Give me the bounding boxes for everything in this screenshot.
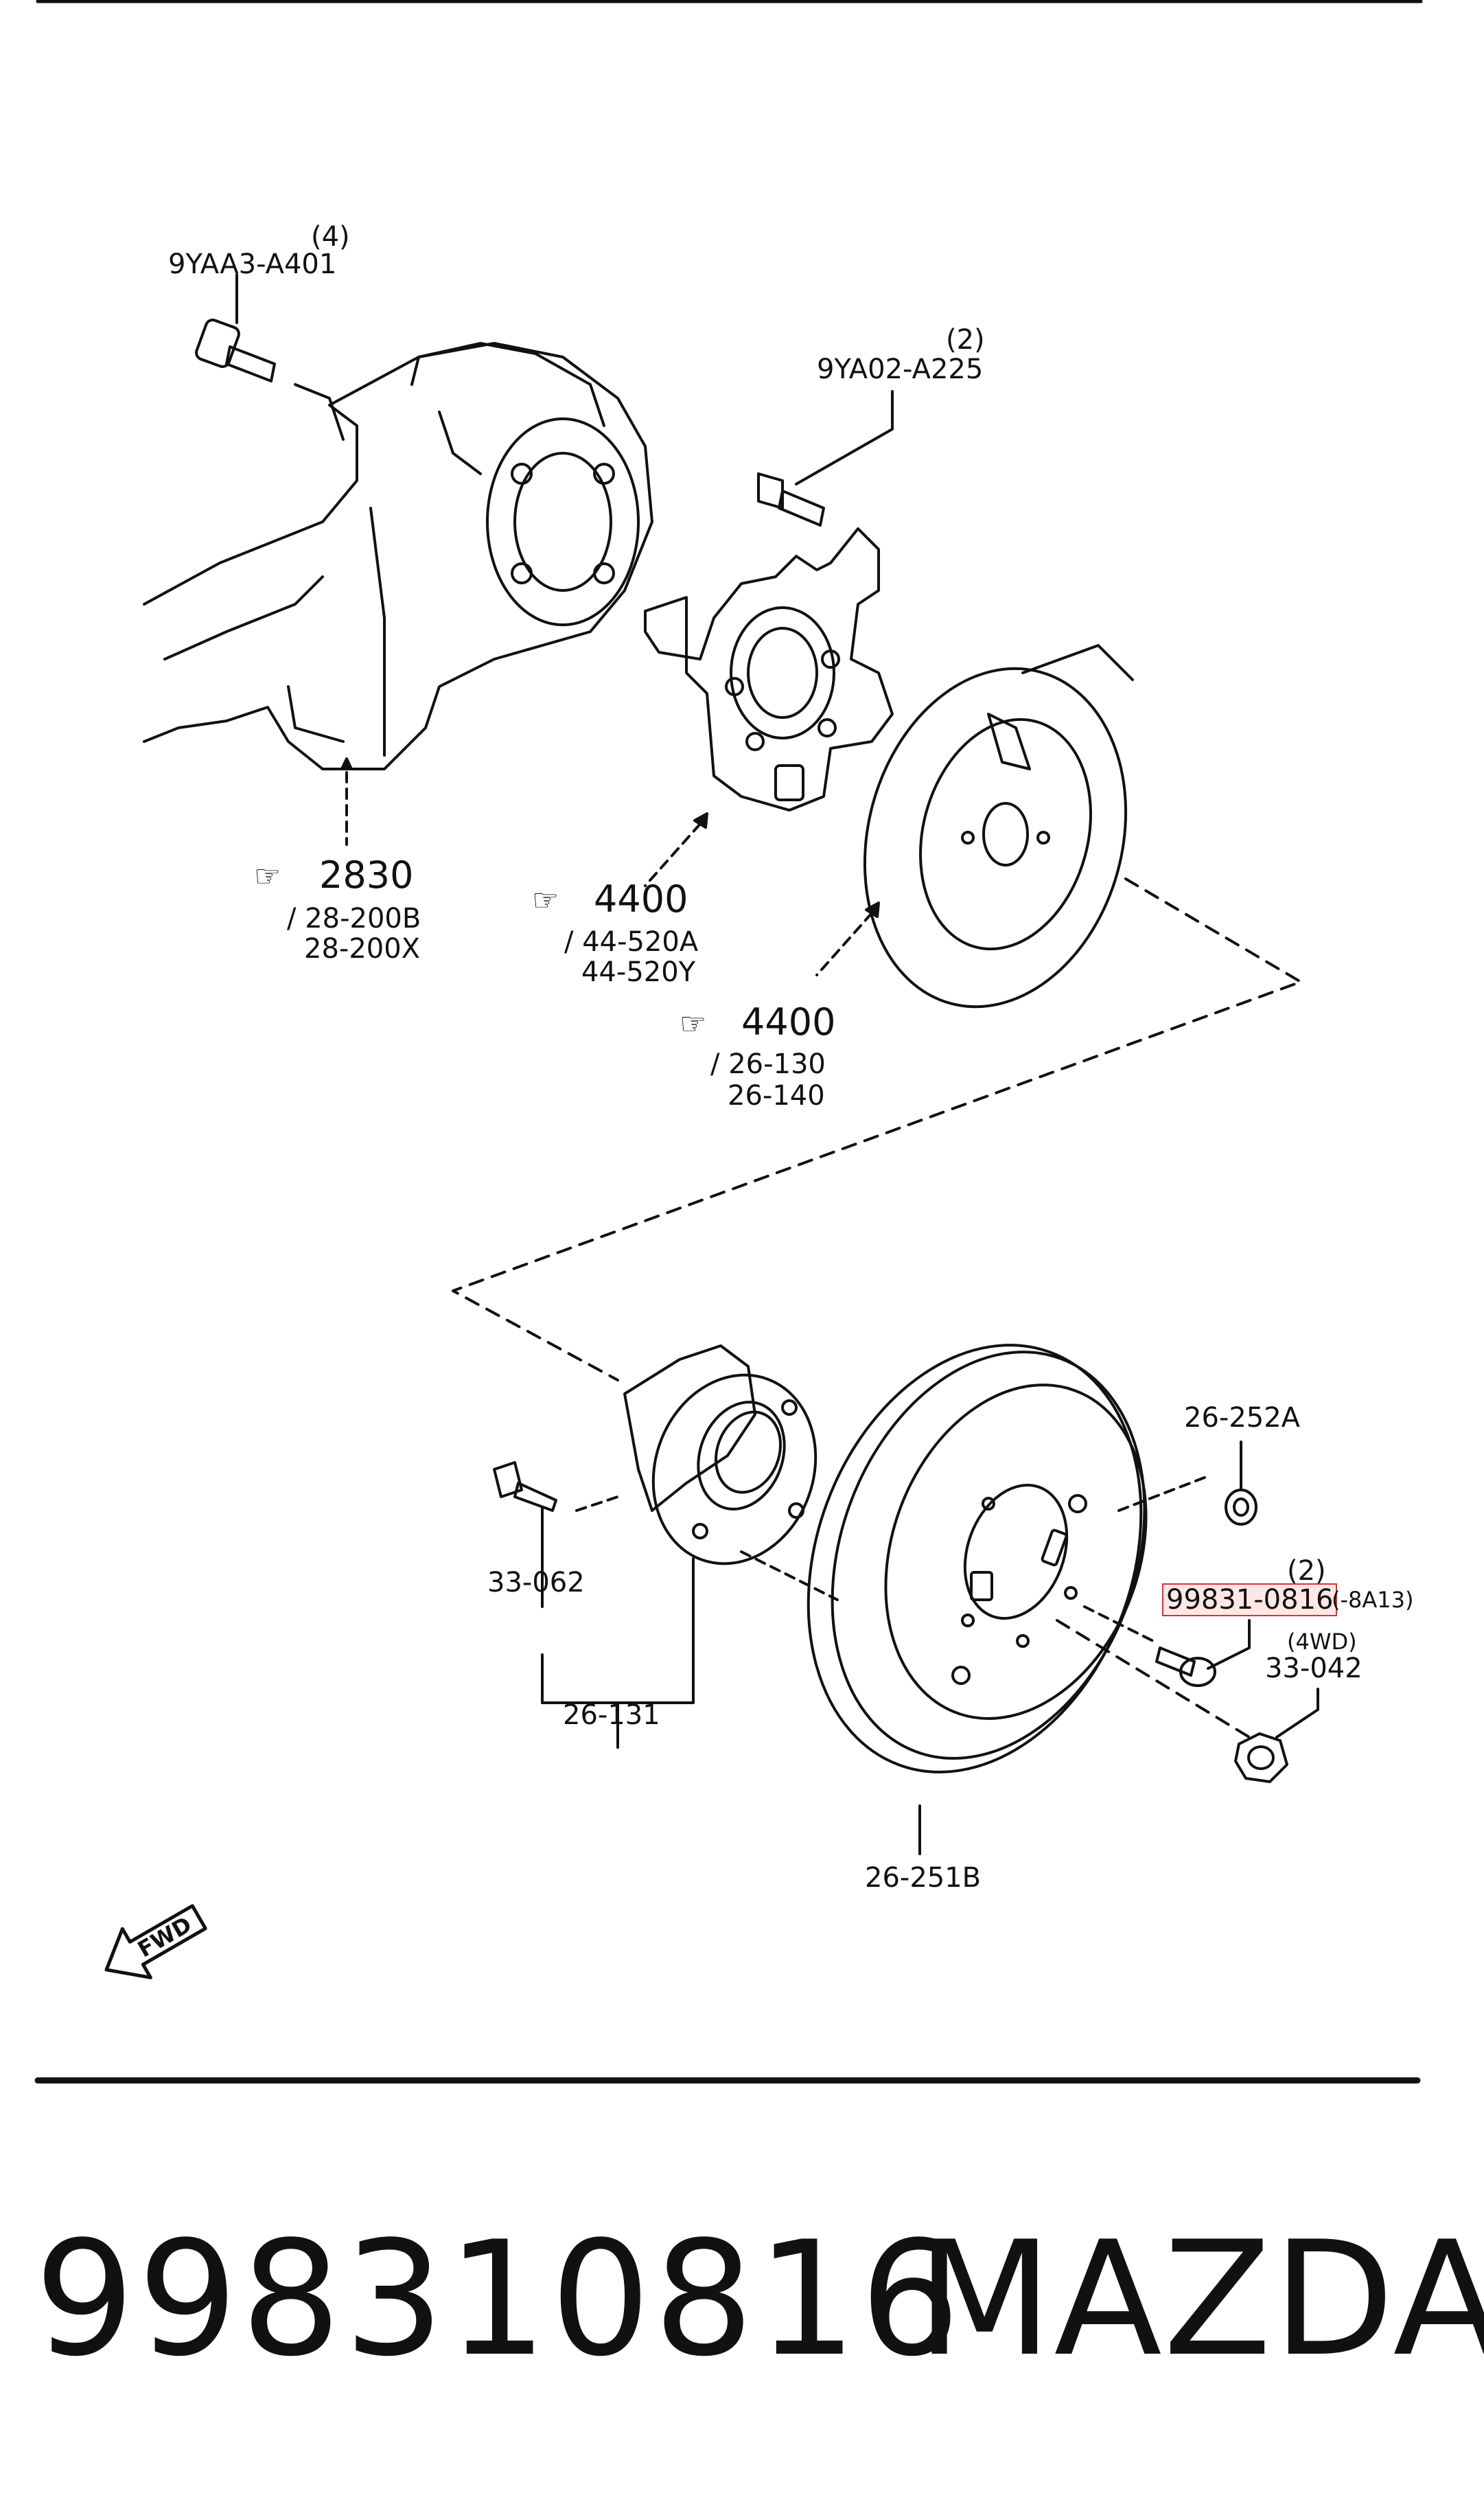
cap-drawing [1225, 1441, 1257, 1526]
ref-bracket-parts-1[interactable]: / 44-520A [564, 926, 699, 958]
brake-disc-drawing [807, 1344, 1148, 1855]
nut-note: (4WD) [1287, 1629, 1357, 1655]
bolt-mid-qty: (2) [946, 324, 985, 356]
ref-plate-num[interactable]: 4400 [741, 1000, 836, 1044]
nut-drawing [1234, 1688, 1319, 1783]
bolt-top-qty: (4) [311, 221, 350, 253]
bolt-mid-drawing [757, 390, 894, 527]
screw-part-label[interactable]: 99831-0816 [1162, 1583, 1338, 1616]
knuckle-drawing [143, 342, 653, 770]
hub-drawing [623, 1344, 818, 1565]
bracket-drawing [644, 527, 894, 812]
nut-part-label[interactable]: 33-042 [1265, 1653, 1363, 1684]
ref-plate-parts-1[interactable]: / 26-130 [710, 1048, 826, 1080]
ref-knuckle-num[interactable]: 2830 [319, 853, 414, 897]
hand-pointer-icon: ☞ [680, 1007, 707, 1042]
disc-part-label[interactable]: 26-251B [865, 1862, 982, 1894]
hub-bolt-drawing [493, 1461, 695, 1749]
hub-part-label[interactable]: 26-131 [563, 1699, 660, 1731]
ref-bracket-parts-2[interactable]: 44-520Y [581, 956, 696, 988]
ref-plate-parts-2[interactable]: 26-140 [728, 1080, 825, 1112]
footer-brand: MAZDA [916, 2208, 1484, 2391]
screw-qty: (2) [1287, 1555, 1326, 1587]
screw-note: (-8A13) [1332, 1587, 1414, 1613]
hub-bolt-part-label[interactable]: 33-062 [487, 1567, 585, 1598]
screw-drawing [1155, 1619, 1251, 1687]
fwd-arrow-icon [104, 1904, 207, 1979]
ref-bracket-num[interactable]: 4400 [594, 877, 688, 921]
cap-part-label[interactable]: 26-252A [1184, 1402, 1301, 1434]
ref-knuckle-parts-2[interactable]: 28-200X [304, 933, 421, 965]
hand-pointer-icon: ☞ [532, 883, 559, 918]
bolt-top-drawing [195, 273, 276, 382]
dust-plate-drawing [863, 644, 1134, 1009]
bolt-mid-part: 9YA02-A225 [817, 354, 984, 385]
bolt-top-part: 9YAA3-A401 [168, 249, 337, 280]
ref-knuckle-parts-1[interactable]: / 28-200B [287, 903, 421, 934]
hand-pointer-icon: ☞ [254, 859, 281, 894]
footer-part-number: 998310816 [34, 2208, 963, 2391]
